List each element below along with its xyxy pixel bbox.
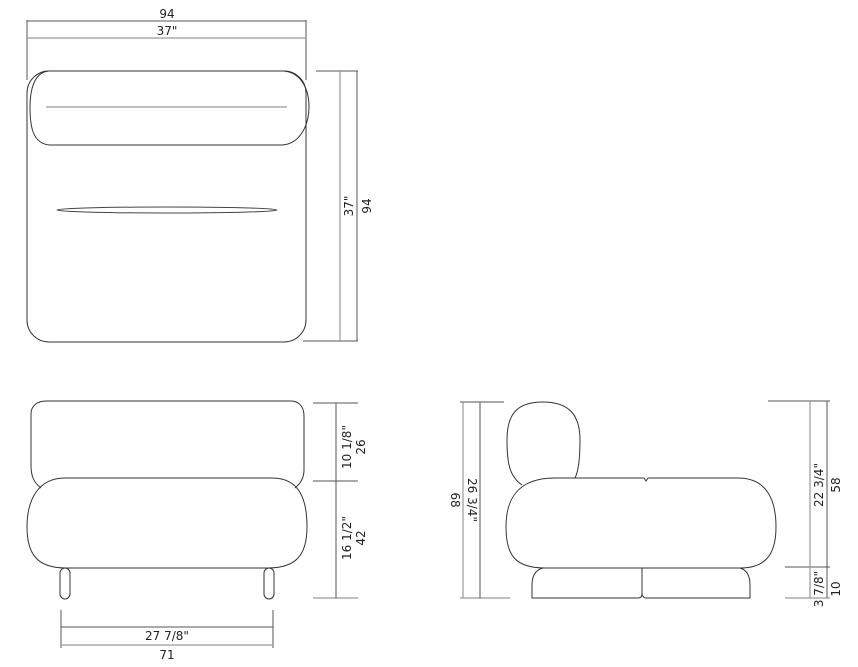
side-total-in-label: 26 3/4" — [465, 478, 479, 522]
seat-height-cm-label: 42 — [354, 530, 368, 545]
front-view: 27 7/8" 71 10 1/8" 26 16 1/2" 42 — [26, 400, 368, 662]
side-view: 68 26 3/4" 22 3/4" 58 3 7/8" 10 — [448, 400, 843, 607]
backrest-height-in-label: 10 1/8" — [340, 425, 354, 469]
top-depth-in-label: 37" — [342, 196, 356, 217]
top-view: 94 37" 37" 94 — [26, 7, 374, 343]
base-height-cm-label: 10 — [829, 581, 843, 596]
front-view-backrest — [30, 400, 305, 489]
top-width-cm-label: 94 — [159, 7, 174, 21]
top-view-outline — [26, 70, 307, 343]
top-width-in-label: 37" — [157, 24, 178, 38]
backrest-height-cm-label: 26 — [354, 439, 368, 454]
leg-span-cm-label: 71 — [159, 648, 174, 662]
body-height-cm-label: 58 — [829, 477, 843, 492]
seat-height-in-label: 16 1/2" — [340, 516, 354, 560]
side-view-base-left — [531, 567, 643, 599]
front-view-leg-right — [263, 567, 275, 600]
top-view-seat-seam — [56, 206, 278, 214]
front-view-leg-left — [59, 567, 71, 600]
side-view-base-right — [641, 567, 751, 599]
side-view-backrest — [506, 401, 581, 486]
side-view-seat — [505, 477, 777, 569]
top-view-backrest — [29, 70, 310, 146]
leg-span-in-label: 27 7/8" — [145, 629, 189, 643]
body-height-in-label: 22 3/4" — [812, 463, 826, 507]
side-total-cm-label: 68 — [448, 492, 462, 507]
front-view-seat — [26, 477, 308, 569]
base-height-in-label: 3 7/8" — [812, 571, 826, 607]
top-depth-cm-label: 94 — [360, 198, 374, 213]
